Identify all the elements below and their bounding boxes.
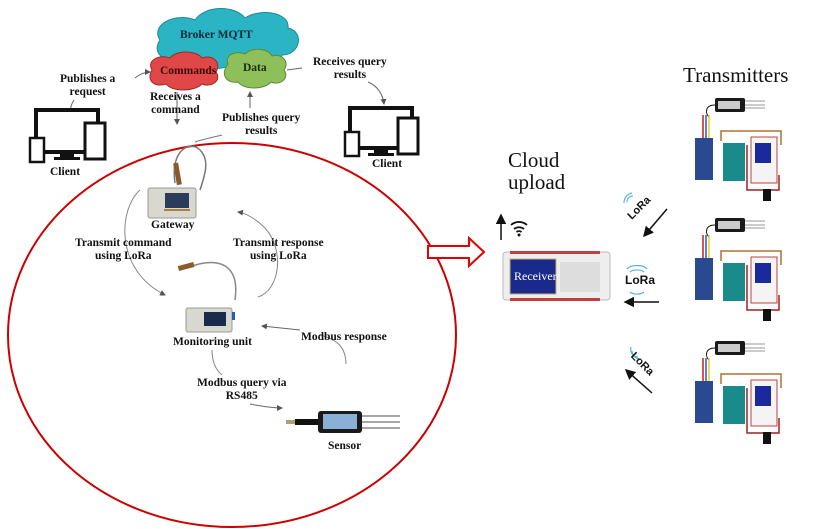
sensor-label: Sensor (328, 440, 362, 452)
monitoring-unit-label: Monitoring unit (173, 336, 252, 348)
transmitter-module-2 (694, 217, 782, 322)
arrow-modbus-response (319, 334, 347, 365)
monitoring-unit-board-image (177, 261, 237, 333)
hollow-arrow-to-receiver (427, 235, 486, 269)
gateway-label: Gateway (151, 219, 195, 231)
transmitter-module-1 (695, 98, 782, 201)
arrow-receive-query-results (367, 81, 387, 105)
client-right-label: Client (372, 158, 403, 170)
modbus-response-label: Modbus response (301, 331, 387, 343)
client-left-devices-icon (28, 108, 107, 164)
data-label: Data (243, 62, 267, 74)
lora-waves-icon-top (623, 192, 634, 204)
lora-label-middle: LoRa (625, 273, 655, 287)
client-right-devices-icon (343, 106, 420, 158)
broker-mqtt-label: Broker MQTT (180, 29, 253, 41)
commands-cloud (149, 51, 219, 91)
receiver-label: Receiver (514, 269, 557, 283)
data-cloud (223, 48, 287, 89)
receiver-board-image (502, 251, 611, 301)
arrow-transmit-command (124, 189, 166, 296)
arrow-modbus-response-head (261, 323, 301, 331)
arrow-modbus-query (249, 403, 283, 411)
transmitters-title: Transmitters (683, 63, 789, 87)
soil-sensor-image (286, 411, 400, 433)
leader-publishes-query (194, 134, 223, 143)
lora-arrow-top (643, 208, 668, 238)
system-boundary-circle (7, 142, 457, 528)
lora-waves-icon-bottom (630, 346, 642, 360)
lora-arrow-bottom (624, 369, 653, 394)
gateway-board-image (147, 145, 207, 219)
client-left-label: Client (50, 166, 81, 178)
lora-waves-icon-middle (626, 264, 648, 295)
arrow-publish-request (134, 69, 151, 79)
commands-label: Commands (160, 65, 217, 77)
arrow-transmit-response (237, 209, 279, 298)
arrow-data-to-client (286, 67, 303, 71)
leader-modbus-query (211, 349, 223, 376)
transmitter-module-3 (694, 340, 782, 445)
wifi-icon (510, 221, 528, 237)
